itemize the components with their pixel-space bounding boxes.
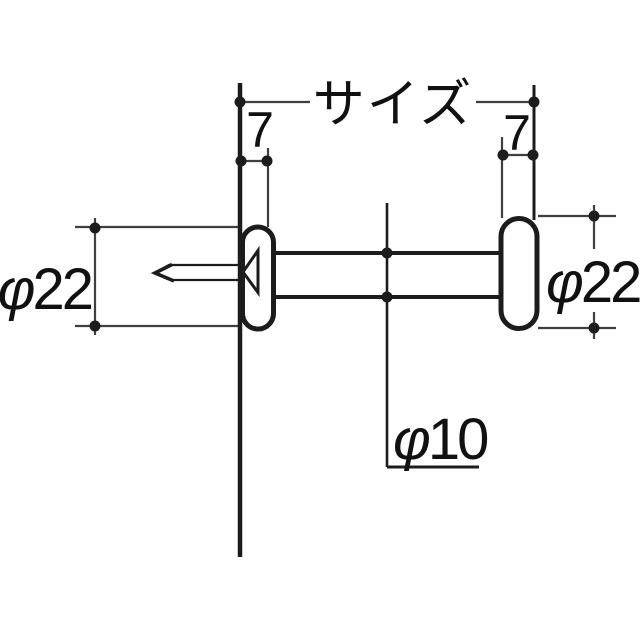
rod-diameter-label: φ10: [393, 407, 487, 472]
left-diameter-dot-bottom: [89, 320, 101, 332]
dimension-endpoint-dots: [89, 96, 600, 334]
size-dim-dot-left: [234, 96, 246, 108]
rod-diameter-phi-symbol: φ: [393, 407, 429, 472]
left-offset-label: 7: [246, 102, 274, 158]
left-diameter-value: 22: [32, 257, 91, 322]
rod-diameter-value: 10: [428, 407, 487, 472]
size-dim-dot-right: [528, 96, 540, 108]
rod-diameter-dot-top: [381, 247, 393, 259]
left-offset-dot-a: [235, 155, 247, 167]
right-flange: [498, 216, 540, 331]
rod-diameter-dot-bottom: [381, 291, 393, 303]
countersink-cone: [241, 245, 260, 298]
right-diameter-dot-top: [588, 210, 600, 222]
right-diameter-phi-symbol: φ: [546, 250, 582, 315]
right-diameter-value: 22: [581, 250, 640, 315]
right-offset-label: 7: [503, 105, 531, 161]
left-diameter-dot-top: [89, 222, 101, 234]
mounting-pin-tip: [150, 262, 175, 283]
right-diameter-label: φ22: [546, 250, 640, 315]
right-offset-dot-a: [497, 149, 509, 161]
right-diameter-dot-bottom: [588, 322, 600, 334]
right-offset-dot-b: [527, 149, 539, 161]
left-diameter-label: φ22: [0, 257, 92, 322]
size-label: サイズ: [313, 76, 473, 134]
left-offset-dot-b: [261, 155, 273, 167]
left-diameter-phi-symbol: φ: [0, 257, 34, 322]
